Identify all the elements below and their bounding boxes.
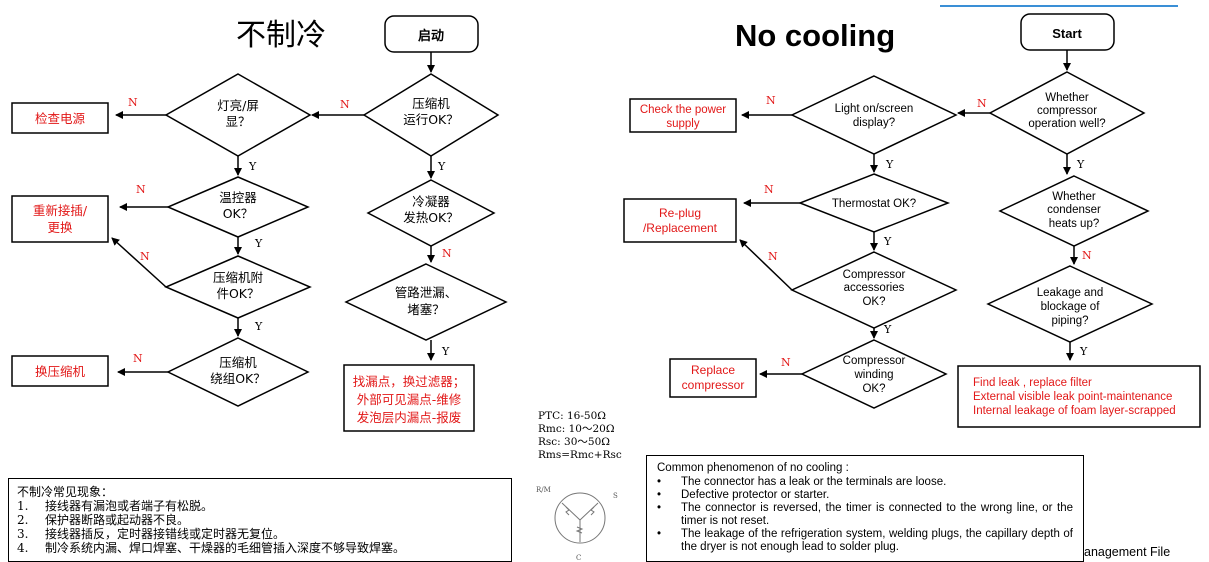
- en-winding-decision: [800, 339, 948, 409]
- cn-title: 不制冷: [236, 18, 326, 53]
- en-light-yes: Y: [885, 158, 894, 171]
- cn-note-title: 不制冷常见现象：: [17, 485, 114, 499]
- cn-leak-yes: Y: [441, 345, 450, 358]
- en-thermostat-q: Thermostat OK?: [832, 198, 916, 210]
- en-thermostat-no: N: [764, 183, 774, 196]
- cn-light-no: N: [128, 96, 138, 109]
- en-winding-no: N: [781, 356, 791, 369]
- cn-compressor-q: 压缩机运行OK？: [403, 96, 459, 127]
- cn-light-yes: Y: [248, 160, 257, 173]
- cn-compressor-yes: Y: [437, 160, 446, 173]
- cn-accessories-q: 压缩机附件OK？: [213, 270, 264, 301]
- cn-replace-label: 换压缩机: [35, 364, 86, 379]
- cn-power-label: 检查电源: [35, 111, 86, 126]
- en-replug-box: [623, 198, 737, 243]
- cn-accessories-no: N: [140, 250, 150, 263]
- cn-light-q: 灯亮/屏显？: [217, 98, 259, 129]
- cn-winding-q: 压缩机绕组OK？: [210, 355, 266, 386]
- footer-management-file[interactable]: anagement File: [1084, 545, 1171, 559]
- cn-leak-action: 找漏点，换过滤器；外部可见漏点-维修发泡层内漏点-报废: [353, 374, 466, 425]
- compressor-terminal-symbol: R/M S C: [536, 486, 618, 562]
- cn-condenser-q: 冷凝器发热OK？: [403, 194, 459, 225]
- cn-thermostat-yes: Y: [254, 237, 263, 250]
- cn-leak-decision: [344, 263, 508, 341]
- list-item: 3.接线器插反，定时器接错线或定时器无复位。: [17, 527, 286, 541]
- cn-leak-q: 管路泄漏、堵塞？: [395, 285, 458, 317]
- cn-power-box: [11, 102, 109, 134]
- terminal-c-label: C: [576, 554, 581, 562]
- en-compressor-no: N: [977, 97, 987, 110]
- list-item: 4.制冷系统内漏、焊口焊塞、干燥器的毛细管插入深度不够导致焊塞。: [17, 541, 406, 555]
- cn-replug-box: [11, 195, 109, 243]
- list-item: 2.保护器断路或起动器不良。: [17, 513, 190, 527]
- en-leak-action-box: [957, 365, 1201, 428]
- cn-winding-no: N: [133, 352, 143, 365]
- en-start-label: Start: [1052, 26, 1082, 41]
- spec-line: PTC: 16-50Ω: [538, 410, 606, 422]
- en-accessories-no: N: [768, 250, 778, 263]
- cn-compressor-no: N: [340, 98, 350, 111]
- en-title: No cooling: [735, 18, 895, 53]
- cn-common-phenomena-note: 不制冷常见现象： 1.接线器有漏泡或者端子有松脱。 2.保护器断路或起动器不良。…: [8, 478, 512, 562]
- list-item: 1.接线器有漏泡或者端子有松脱。: [17, 499, 214, 513]
- cn-winding-decision: [166, 337, 310, 407]
- terminal-s-label: S: [613, 492, 618, 500]
- cn-accessories-yes: Y: [254, 320, 263, 333]
- en-note-title: Common phenomenon of no cooling :: [657, 462, 849, 474]
- resistance-spec: PTC: 16-50Ω Rmc: 10～20Ω Rsc: 30～50Ω Rms=…: [538, 410, 622, 462]
- spec-line: Rms=Rmc+Rsc: [538, 449, 622, 461]
- en-light-decision: [790, 75, 958, 155]
- cn-condenser-no: N: [442, 247, 452, 260]
- cn-start-label: 启动: [418, 28, 444, 44]
- en-light-no: N: [766, 94, 776, 107]
- en-replug-label: Re-plug/Replacement: [643, 206, 718, 235]
- list-item: •The connector has a leak or the termina…: [657, 476, 947, 488]
- en-common-phenomena-note: Common phenomenon of no cooling : •The c…: [646, 455, 1084, 562]
- spec-line: Rsc: 30～50Ω: [538, 436, 610, 448]
- cn-replug-label: 重新接插/更换: [33, 203, 88, 235]
- en-accessories-yes: Y: [883, 323, 892, 336]
- list-item: •Defective protector or starter.: [657, 489, 830, 501]
- en-power-box: [629, 98, 737, 133]
- list-item: •The leakage of the refrigeration system…: [657, 528, 1073, 553]
- cn-thermostat-no: N: [136, 183, 146, 196]
- terminal-rm-label: R/M: [536, 486, 551, 494]
- cn-replace-box: [11, 355, 109, 387]
- en-condenser-no: N: [1082, 249, 1092, 262]
- en-compressor-yes: Y: [1076, 158, 1085, 171]
- spec-line: Rmc: 10～20Ω: [538, 423, 615, 435]
- en-thermostat-yes: Y: [883, 235, 892, 248]
- en-replace-box: [669, 358, 757, 398]
- list-item: •The connector is reversed, the timer is…: [657, 502, 1073, 527]
- en-leak-yes: Y: [1079, 345, 1088, 358]
- cn-leak-action-box: [343, 364, 475, 432]
